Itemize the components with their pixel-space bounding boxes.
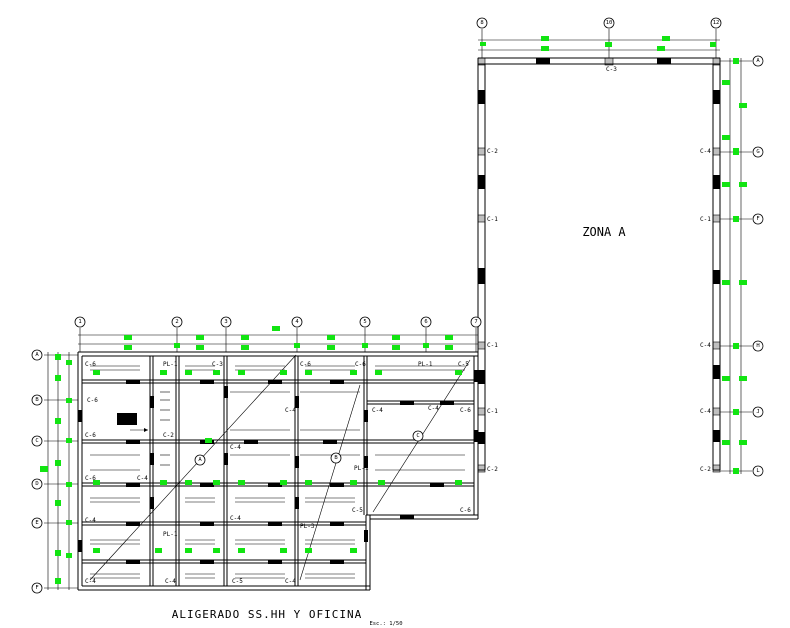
column-label: C-4: [85, 517, 96, 524]
column-label: C-1: [487, 216, 498, 223]
column-label: C-4: [285, 578, 296, 585]
panel-tag: C: [416, 433, 419, 439]
left-axes-small: A B C D E F: [31, 349, 78, 594]
column-label: C-2: [487, 466, 498, 473]
column-label: C-4: [285, 407, 296, 414]
column-label: PL-1: [354, 465, 369, 472]
column-label: C-4: [700, 408, 711, 415]
column-label: C-4: [428, 405, 439, 412]
column-label: PL-1: [163, 361, 178, 368]
column-label: C-5: [232, 578, 243, 585]
column-label: PL-1: [163, 531, 178, 538]
column-label: C-2: [163, 432, 174, 439]
column-label: C-4: [137, 475, 148, 482]
axis-label: F: [35, 585, 38, 591]
axis-label: F: [756, 216, 759, 222]
axis-label: 4: [295, 319, 299, 325]
panel-tag: A: [198, 457, 202, 463]
column-label: C-5: [352, 507, 363, 514]
axis-label: E: [35, 520, 38, 526]
column-label: PL-3: [300, 523, 315, 530]
axis-label: J: [756, 409, 759, 415]
column-label: C-5: [458, 361, 469, 368]
column-label: C-6: [85, 432, 96, 439]
drawing-scale: Esc.: 1/50: [369, 621, 402, 627]
column-label: C-4: [165, 578, 176, 585]
column-label: C-2: [487, 148, 498, 155]
panel-tags: A B C: [194, 430, 424, 466]
lower-floor-column-labels: C-6 PL-1 C-3 C-6 C-6 PL-1 C-5 C-6 C-4 C-…: [85, 361, 471, 585]
column-label: C-4: [372, 407, 383, 414]
column-label: C-1: [487, 342, 498, 349]
top-axes-large: 8 10 12: [476, 17, 722, 58]
axis-label: 5: [363, 319, 366, 325]
axis-label: A: [35, 352, 39, 358]
axis-label: 12: [713, 20, 720, 26]
column-label: C-1: [700, 216, 711, 223]
axis-label: 8: [480, 20, 483, 26]
column-label: C-3: [606, 66, 617, 73]
column-label: C-1: [487, 408, 498, 415]
column-label: C-4: [700, 342, 711, 349]
panel-tag: B: [334, 455, 338, 461]
column-label: C-2: [700, 466, 711, 473]
drawing-title: ALIGERADO SS.HH Y OFICINA: [172, 608, 363, 621]
axis-label: 3: [224, 319, 227, 325]
column-label: C-6: [87, 397, 98, 404]
column-label: C-6: [85, 475, 96, 482]
column-label: C-4: [230, 444, 241, 451]
axis-label: 2: [175, 319, 178, 325]
column-label: C-6: [300, 361, 311, 368]
axis-label: 10: [606, 20, 613, 26]
axis-label: A: [756, 58, 760, 64]
column-label: C-6: [85, 361, 96, 368]
column-label: C-6: [460, 407, 471, 414]
column-label: C-4: [700, 148, 711, 155]
column-label: C-3: [212, 361, 223, 368]
axis-label: 7: [474, 319, 477, 325]
top-axes-small: 1 2 3 4 5 6 7: [74, 316, 482, 352]
axis-label: H: [756, 343, 759, 349]
axis-label: B: [35, 397, 39, 403]
lower-floor-dimension-marks: [93, 370, 462, 553]
axis-label: 6: [424, 319, 427, 325]
column-label: C-6: [355, 361, 366, 368]
column-label: C-6: [460, 507, 471, 514]
axis-label: L: [756, 468, 760, 474]
right-axes-large: A G F H J L: [720, 55, 764, 477]
axis-label: D: [35, 481, 38, 487]
column-label: PL-1: [418, 361, 433, 368]
axis-label: C: [35, 438, 38, 444]
lower-floor-outline: [77, 351, 479, 591]
axis-label: G: [756, 149, 759, 155]
column-label: C-4: [85, 578, 96, 585]
column-label: C-4: [230, 515, 241, 522]
axis-label: 1: [78, 319, 81, 325]
zone-a-outline: [477, 57, 721, 473]
zone-label: ZONA A: [582, 225, 626, 239]
